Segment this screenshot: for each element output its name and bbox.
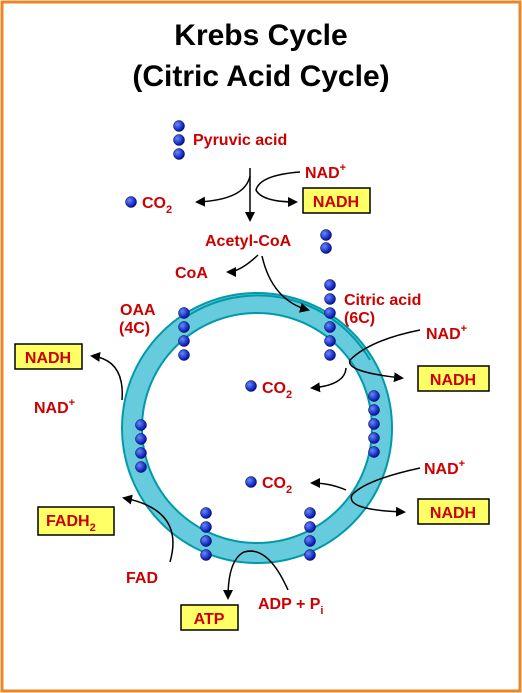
label-citric-acid: Citric acid [344, 292, 421, 309]
reaction-arrows [90, 168, 421, 600]
label-nad-right-2: NAD+ [424, 458, 465, 478]
nadh-left-box [14, 343, 83, 370]
label-oaa-carbons: (4C) [119, 320, 150, 337]
title-line-2: (Citric Acid Cycle) [132, 60, 389, 93]
cycle-ring [121, 292, 393, 564]
nadh-right-1-box [417, 365, 490, 392]
label-oaa: OAA [120, 302, 156, 319]
labels: Pyruvic acid NAD+ CO2 NADH Acetyl-CoA Co… [14, 132, 490, 631]
label-atp: ATP [194, 611, 225, 628]
label-pyruvic-acid: Pyruvic acid [193, 132, 287, 149]
label-nad-right-1: NAD+ [426, 323, 467, 343]
label-co2-mid-2: CO2 [262, 475, 292, 496]
nadh-right-2-box [417, 498, 490, 525]
label-nad-left: NAD+ [34, 397, 75, 417]
label-co2-top: CO2 [142, 195, 172, 216]
fadh2-box [37, 506, 115, 536]
label-nadh-right-1: NADH [430, 372, 476, 389]
label-citric-carbons: (6C) [344, 310, 375, 327]
label-nadh-right-2: NADH [430, 505, 476, 522]
label-nad-top: NAD+ [305, 162, 346, 182]
label-adp-pi: ADP + Pi [258, 596, 323, 617]
atp-box [180, 604, 239, 631]
label-fad: FAD [126, 570, 158, 587]
carbon-dots [125, 120, 380, 561]
label-acetyl-coa: Acetyl-CoA [205, 233, 292, 250]
nadh-top-box [302, 187, 371, 214]
title-line-1: Krebs Cycle [174, 19, 347, 52]
label-fadh2: FADH2 [46, 513, 96, 534]
label-nadh-left: NADH [25, 350, 71, 367]
label-nadh-top: NADH [313, 194, 359, 211]
label-co2-mid-1: CO2 [262, 380, 292, 401]
label-coa: CoA [175, 265, 208, 282]
